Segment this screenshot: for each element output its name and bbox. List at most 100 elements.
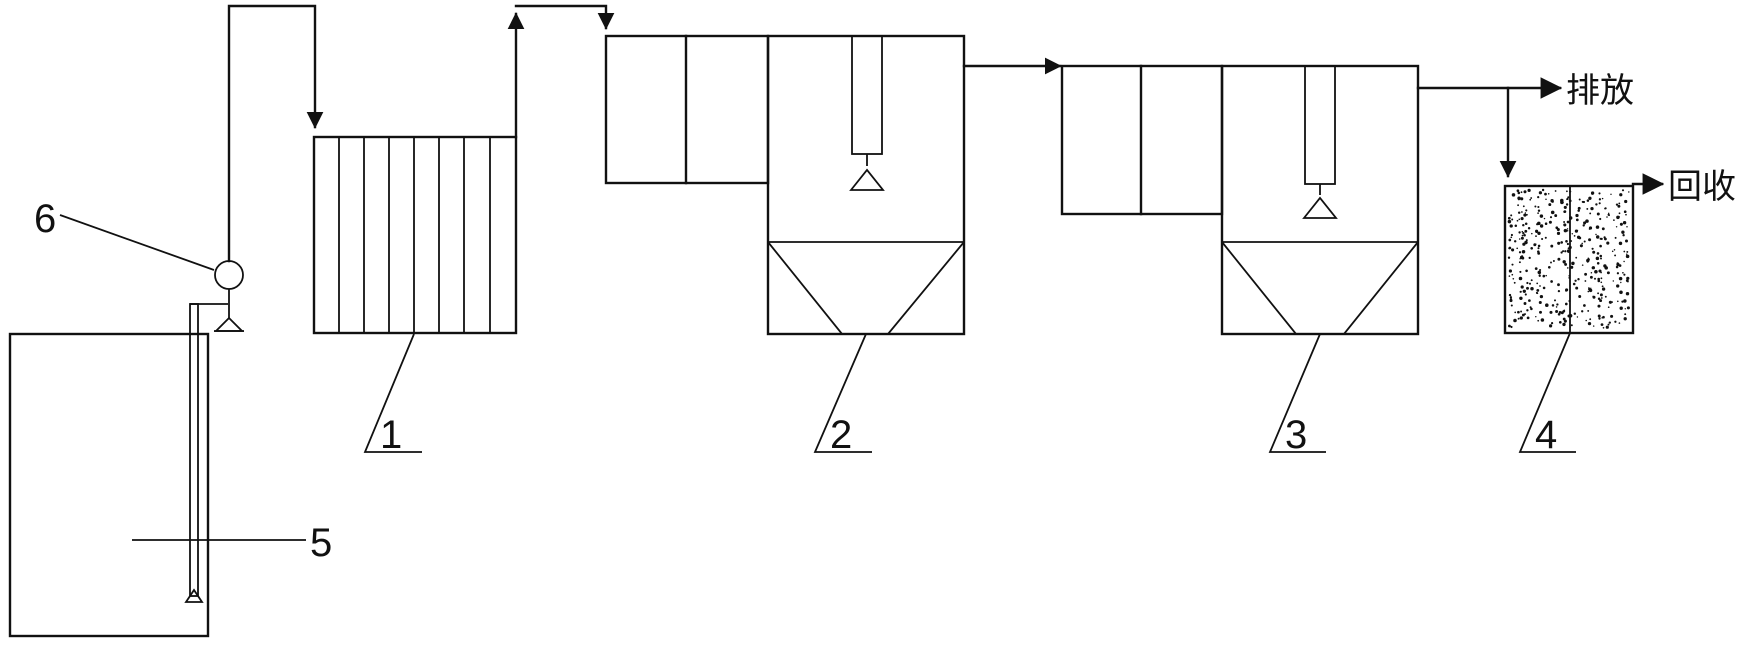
filter-media-dot bbox=[1602, 326, 1605, 329]
label-discharge: 排放 bbox=[1566, 71, 1634, 111]
filter-media-dot bbox=[1517, 191, 1521, 195]
filter-media-dot bbox=[1618, 241, 1623, 246]
filter-media-dot bbox=[1621, 300, 1624, 303]
filter-media-dot bbox=[1557, 241, 1561, 245]
filter-media-dot bbox=[1569, 326, 1571, 329]
filter-media-dot bbox=[1528, 256, 1531, 260]
filter-media-dot bbox=[1530, 197, 1533, 199]
unit-4-filter bbox=[1503, 184, 1635, 453]
filter-media-dot bbox=[1589, 275, 1593, 279]
filter-media-dot bbox=[1525, 213, 1528, 216]
filter-media-dot bbox=[1606, 241, 1610, 245]
filter-media-dot bbox=[1535, 243, 1537, 245]
filter-media-dot bbox=[1577, 206, 1581, 210]
filter-media-dot bbox=[1566, 228, 1569, 230]
filter-media-dot bbox=[1508, 269, 1512, 273]
filter-media-dot bbox=[1597, 297, 1601, 301]
filter-media-dot bbox=[1536, 289, 1540, 292]
filter-media-dot bbox=[1619, 193, 1623, 197]
filter-media-dot bbox=[1518, 251, 1522, 254]
filter-media-dot bbox=[1623, 260, 1625, 263]
filter-media-dot bbox=[1562, 317, 1566, 321]
filter-media-dot bbox=[1588, 238, 1592, 242]
filter-media-dot bbox=[1587, 321, 1592, 326]
filter-media-dot bbox=[1607, 306, 1610, 309]
filter-media-dot bbox=[1550, 244, 1554, 248]
filter-media-dot bbox=[1625, 279, 1629, 282]
filter-media-dot bbox=[1613, 249, 1616, 251]
filter-media-dot bbox=[1571, 261, 1575, 266]
filter-media-dot bbox=[1524, 229, 1528, 233]
filter-media-dot bbox=[1575, 286, 1579, 290]
filter-media-dot bbox=[1554, 214, 1558, 218]
filter-media-dot bbox=[1614, 254, 1617, 257]
filter-media-dot bbox=[1617, 215, 1620, 218]
filter-media-dot bbox=[1568, 314, 1573, 318]
filter-media-dot bbox=[1539, 224, 1544, 228]
filter-media-dot bbox=[1516, 189, 1520, 193]
filter-media-dot bbox=[1527, 188, 1531, 193]
filter-media-dot bbox=[1535, 230, 1538, 234]
filter-media-dot bbox=[1537, 252, 1541, 255]
unit-1-multichamber-tank bbox=[312, 135, 518, 453]
filter-media-dot bbox=[1539, 214, 1544, 218]
filter-media-dot bbox=[1584, 272, 1588, 276]
filter-media-dot bbox=[1592, 250, 1596, 254]
filter-media-dot bbox=[1606, 216, 1608, 218]
filter-media-dot bbox=[1539, 285, 1541, 287]
filter-media-dot bbox=[1555, 306, 1558, 308]
filter-media-dot bbox=[1595, 225, 1600, 229]
filter-media-dot bbox=[1571, 233, 1574, 235]
filter-media-dot bbox=[1562, 250, 1565, 253]
filter-media-dot bbox=[1613, 219, 1615, 221]
filter-media-dot bbox=[1599, 299, 1603, 303]
filter-media-dot bbox=[1530, 246, 1534, 250]
pipe-unit-3-outlet bbox=[1416, 77, 1563, 178]
filter-media-dot bbox=[1537, 205, 1540, 209]
filter-media-dot bbox=[1518, 261, 1521, 264]
filter-media-dot bbox=[1586, 258, 1590, 263]
filter-media-dot bbox=[1524, 313, 1526, 316]
filter-media-dot bbox=[1600, 271, 1602, 274]
filter-media-dot bbox=[1628, 191, 1630, 193]
filter-media-dot bbox=[1568, 245, 1572, 250]
filter-media-dot bbox=[1524, 222, 1528, 226]
filter-media-dot bbox=[1518, 231, 1521, 234]
filter-media-dot bbox=[1541, 237, 1544, 241]
filter-media-dot bbox=[1547, 265, 1551, 269]
label-unit-6: 6 bbox=[34, 197, 56, 241]
filter-media-dot bbox=[1595, 233, 1597, 236]
filter-media-dot bbox=[1626, 276, 1630, 280]
label-unit-2: 2 bbox=[830, 413, 852, 457]
filter-media-dot bbox=[1511, 273, 1514, 276]
label-unit-3: 3 bbox=[1285, 413, 1307, 457]
filter-media-dot bbox=[1587, 290, 1590, 293]
filter-media-dot bbox=[1623, 317, 1627, 321]
filter-media-dot bbox=[1568, 274, 1571, 277]
filter-media-dot bbox=[1589, 212, 1592, 215]
filter-media-dot bbox=[1623, 250, 1626, 253]
filter-media-dot bbox=[1523, 190, 1527, 194]
filter-media-dot bbox=[1530, 279, 1533, 282]
filter-media-dot bbox=[1519, 296, 1523, 301]
filter-media-dot bbox=[1539, 294, 1544, 299]
filter-media-dot bbox=[1596, 252, 1600, 255]
filter-media-dot bbox=[1557, 257, 1561, 261]
filter-media-dot bbox=[1544, 236, 1547, 239]
filter-media-dot bbox=[1524, 293, 1527, 296]
filter-media-dot bbox=[1542, 286, 1546, 290]
filter-media-dot bbox=[1550, 321, 1554, 325]
filter-media-dot bbox=[1598, 317, 1601, 320]
filter-media-dot bbox=[1625, 254, 1630, 259]
filter-media-dot bbox=[1600, 277, 1603, 280]
filter-media-dot bbox=[1519, 270, 1522, 273]
filter-media-dot bbox=[1597, 304, 1601, 308]
filter-media-dot bbox=[1560, 241, 1563, 244]
filter-media-dot bbox=[1590, 206, 1594, 211]
filter-media-dot bbox=[1560, 311, 1564, 315]
filter-media-dot bbox=[1519, 316, 1523, 320]
filter-media-dot bbox=[1577, 278, 1580, 281]
filter-media-dot bbox=[1520, 285, 1524, 289]
filter-media-dot bbox=[1526, 309, 1529, 312]
